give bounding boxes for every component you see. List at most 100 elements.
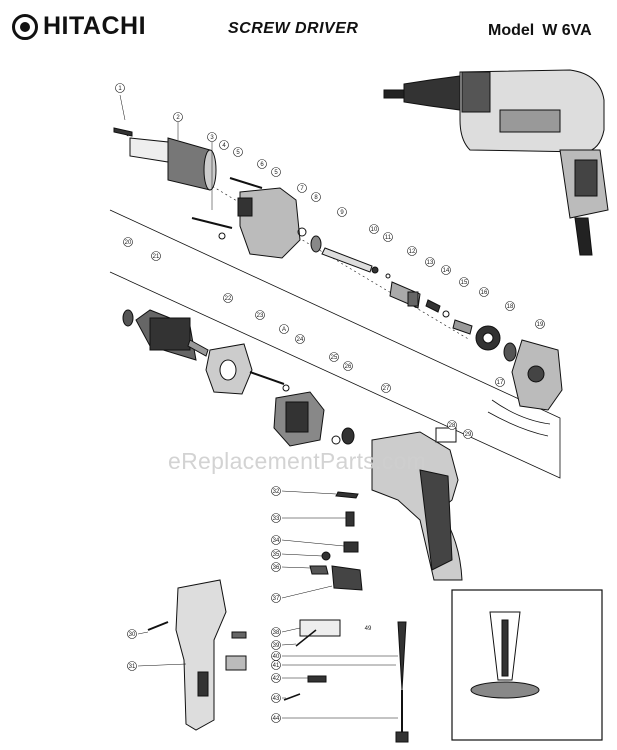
- svg-text:40: 40: [273, 654, 280, 660]
- svg-text:43: 43: [273, 696, 280, 702]
- svg-text:25: 25: [331, 355, 338, 361]
- callout-41: 41: [271, 660, 281, 670]
- callout-11: 11: [383, 232, 393, 242]
- model-label: Model: [488, 22, 535, 39]
- svg-text:42: 42: [273, 676, 280, 682]
- model-number: W 6VA: [542, 22, 592, 39]
- svg-text:30: 30: [129, 632, 136, 638]
- callout-25: 25: [329, 352, 339, 362]
- svg-text:20: 20: [125, 240, 132, 246]
- brand-logo: HITACHI: [12, 12, 146, 41]
- callout-36: 36: [271, 562, 281, 572]
- callout-28: 28: [447, 420, 457, 430]
- callout-20: 20: [123, 237, 133, 247]
- part-1-bit: [113, 94, 133, 137]
- callout-44: 44: [271, 713, 281, 723]
- svg-text:33: 33: [273, 516, 280, 522]
- callout-19: 19: [535, 319, 545, 329]
- callout-17: 17: [495, 377, 505, 387]
- svg-text:15: 15: [461, 280, 468, 286]
- callout-15: 15: [459, 277, 469, 287]
- callout-33: 33: [271, 513, 281, 523]
- callout-38: 38: [271, 627, 281, 637]
- svg-text:26: 26: [345, 364, 352, 370]
- callout-13: 13: [425, 257, 435, 267]
- parts-15-19-gear-cover: [452, 319, 563, 437]
- callout-3: 3: [207, 132, 217, 142]
- svg-text:5: 5: [274, 170, 278, 176]
- svg-text:29: 29: [465, 432, 472, 438]
- svg-text:16: 16: [481, 290, 488, 296]
- callout-12: 12: [407, 246, 417, 256]
- svg-text:18: 18: [507, 304, 514, 310]
- svg-text:11: 11: [385, 235, 392, 241]
- svg-text:14: 14: [443, 268, 450, 274]
- svg-text:31: 31: [129, 664, 136, 670]
- callout-4: 4: [219, 140, 229, 150]
- svg-text:23: 23: [257, 313, 264, 319]
- callout-18: 18: [505, 301, 515, 311]
- callout-39: 39: [271, 640, 281, 650]
- svg-text:10: 10: [371, 227, 378, 233]
- callout-40: 40: [271, 651, 281, 661]
- part-2-locator: [129, 122, 217, 191]
- svg-text:19: 19: [537, 322, 544, 328]
- svg-text:27: 27: [383, 386, 390, 392]
- callout-31: 31: [127, 661, 137, 671]
- brand-name: HITACHI: [43, 12, 147, 40]
- callout-8: 8: [311, 192, 321, 202]
- callout-32: 32: [271, 486, 281, 496]
- page-title: SCREW DRIVER: [228, 20, 359, 37]
- part-31-handle-cover: [147, 579, 227, 731]
- svg-text:39: 39: [273, 643, 280, 649]
- svg-text:17: 17: [497, 380, 504, 386]
- callout-42: 42: [271, 673, 281, 683]
- leader-lines: [137, 490, 398, 719]
- callout-5b: 5: [271, 167, 281, 177]
- callout-43: 43: [271, 693, 281, 703]
- svg-text:5: 5: [236, 150, 240, 156]
- svg-text:34: 34: [273, 538, 280, 544]
- callout-34: 34: [271, 535, 281, 545]
- header: HITACHI SCREW DRIVER Model W 6VA: [0, 0, 617, 60]
- svg-text:A: A: [282, 327, 286, 333]
- svg-text:36: 36: [273, 565, 280, 571]
- svg-text:22: 22: [225, 296, 232, 302]
- hitachi-emblem-icon: [12, 13, 38, 40]
- callout-21: 21: [151, 251, 161, 261]
- svg-text:1: 1: [118, 86, 122, 92]
- callout-9: 9: [337, 207, 347, 217]
- callout-49: 49: [365, 626, 372, 632]
- callout-24: 24: [295, 334, 305, 344]
- callout-2: 2: [173, 112, 183, 122]
- svg-text:8: 8: [314, 195, 318, 201]
- svg-text:28: 28: [449, 423, 456, 429]
- parts-10-14-gears: [371, 266, 450, 318]
- callout-7: 7: [297, 183, 307, 193]
- parts-32-44-switch-cord: [225, 491, 409, 743]
- callout-29: 29: [463, 429, 473, 439]
- part-number-callouts: 1 2 3 4 5 6 5 7 8 9 10 11 12 13 14 15 16…: [115, 83, 545, 723]
- callout-30: 30: [127, 629, 137, 639]
- callout-A: A: [279, 324, 289, 334]
- svg-text:41: 41: [273, 663, 280, 669]
- callout-35: 35: [271, 549, 281, 559]
- model-info: Model W 6VA: [488, 22, 592, 40]
- svg-text:38: 38: [273, 630, 280, 636]
- svg-text:12: 12: [409, 249, 416, 255]
- callout-27: 27: [381, 383, 391, 393]
- parts-23-26-stator: [249, 371, 355, 447]
- parts-7-9-spindle: [297, 227, 373, 273]
- svg-text:9: 9: [340, 210, 344, 216]
- svg-text:4: 4: [222, 143, 226, 149]
- parts-20-22-armature: [122, 309, 253, 395]
- callout-5: 5: [233, 147, 243, 157]
- svg-text:49: 49: [365, 626, 372, 632]
- callout-37: 37: [271, 593, 281, 603]
- callout-14: 14: [441, 265, 451, 275]
- svg-text:6: 6: [260, 162, 264, 168]
- svg-text:37: 37: [273, 596, 280, 602]
- parts-3-6-clutch: [191, 142, 301, 259]
- callout-23: 23: [255, 310, 265, 320]
